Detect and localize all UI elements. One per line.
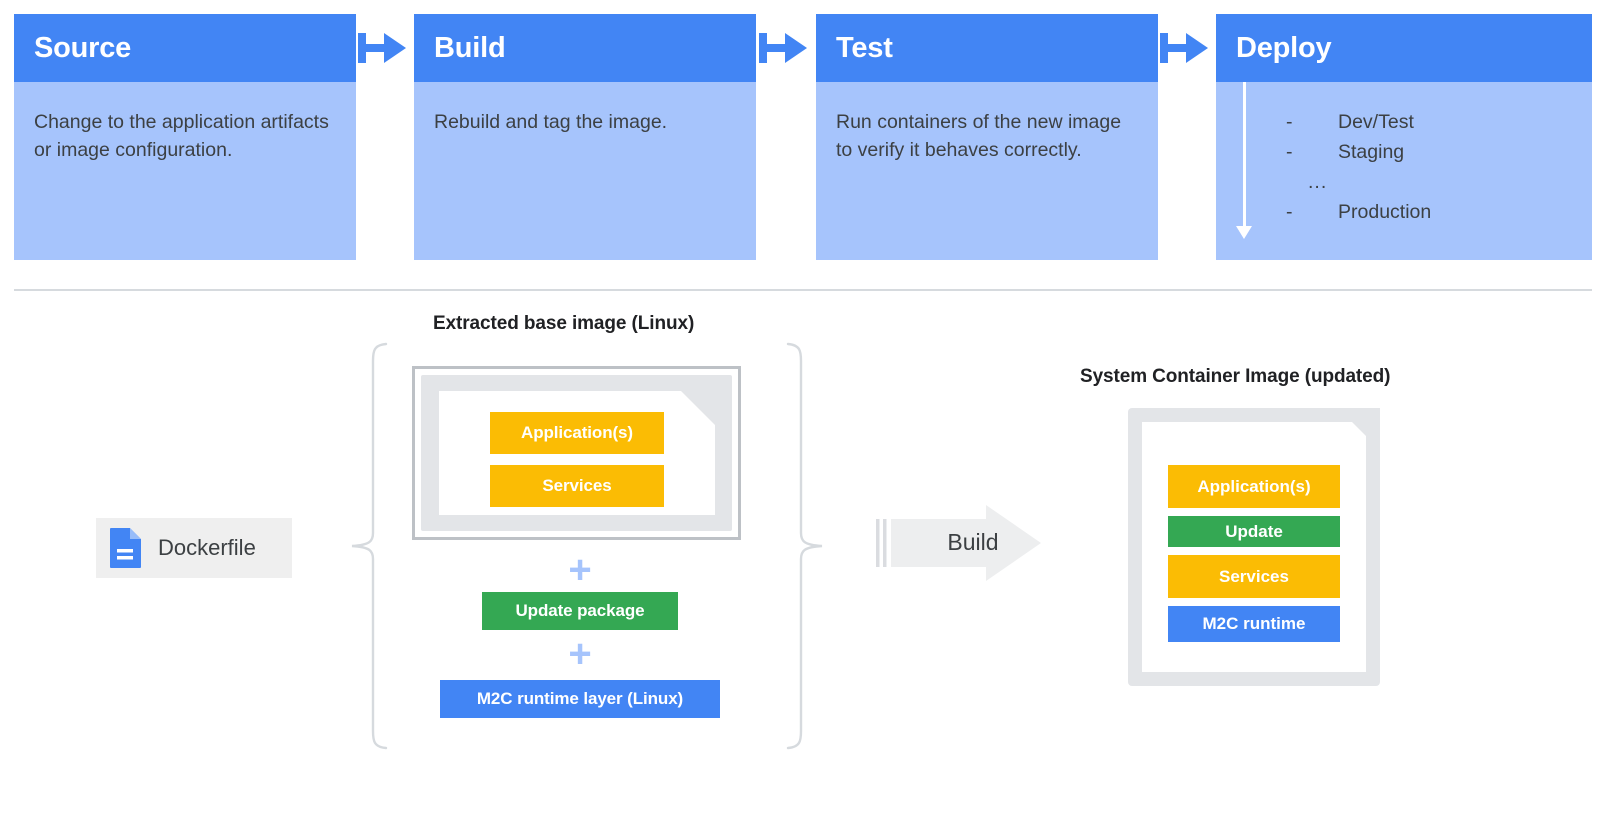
stage-title-test: Test [816, 14, 1158, 82]
stage-body-test: Run containers of the new image to verif… [816, 82, 1158, 260]
list-item: - Production [1236, 198, 1570, 228]
list-item: - Staging [1236, 138, 1570, 168]
list-item-ellipsis: ... [1236, 168, 1570, 198]
arrow-down-icon-head [1236, 226, 1252, 239]
dockerfile-label: Dockerfile [158, 535, 256, 560]
deploy-environment-list: - Dev/Test - Staging ... - Production [1236, 108, 1570, 228]
stage-title-deploy: Deploy [1216, 14, 1592, 82]
arrow-down-icon [1243, 82, 1246, 230]
base-image-caption: Extracted base image (Linux) [433, 313, 695, 334]
document-icon [110, 528, 141, 568]
plus-icon: + [568, 632, 592, 676]
stage-title-build: Build [414, 14, 756, 82]
page-fold-icon [681, 391, 715, 425]
result-layer-m2c-runtime: M2C runtime [1168, 606, 1340, 642]
stage-title-source: Source [14, 14, 356, 82]
addition-update-package: Update package [482, 592, 678, 630]
pipeline-stage-test: Test Run containers of the new image to … [816, 14, 1158, 260]
connector-arrow-test-deploy [1160, 33, 1208, 63]
result-image-caption: System Container Image (updated) [1080, 366, 1391, 387]
section-divider [14, 289, 1592, 291]
pipeline-stage-source: Source Change to the application artifac… [14, 14, 356, 260]
list-item: - Dev/Test [1236, 108, 1570, 138]
base-layer-applications: Application(s) [490, 412, 664, 454]
pipeline-stage-deploy: Deploy - Dev/Test - Staging ... - Produc… [1216, 14, 1592, 260]
result-layer-update: Update [1168, 516, 1340, 547]
base-layer-services: Services [490, 465, 664, 507]
ellipsis-label: ... [1308, 171, 1328, 193]
grouping-brace-left [351, 342, 388, 750]
addition-m2c-runtime-layer: M2C runtime layer (Linux) [440, 680, 720, 718]
page-fold-icon [1338, 408, 1380, 450]
deploy-env-dev-test: Dev/Test [1338, 111, 1414, 133]
grouping-brace-right [786, 342, 823, 750]
stage-body-build: Rebuild and tag the image. [414, 82, 756, 260]
system-container-image-document [1128, 408, 1380, 686]
result-layer-applications: Application(s) [1168, 465, 1340, 508]
build-action-label: Build [947, 529, 999, 555]
connector-arrow-build-test [759, 33, 807, 63]
stage-body-deploy: - Dev/Test - Staging ... - Production [1216, 82, 1592, 260]
stage-body-source: Change to the application artifacts or i… [14, 82, 356, 260]
build-arrow-icon [876, 505, 1041, 581]
result-layer-services: Services [1168, 555, 1340, 598]
connector-arrow-source-build [358, 33, 406, 63]
dockerfile-chip: Dockerfile [96, 518, 292, 578]
plus-icon: + [568, 548, 592, 592]
pipeline-stage-build: Build Rebuild and tag the image. [414, 14, 756, 260]
deploy-env-staging: Staging [1338, 141, 1405, 163]
deploy-env-production: Production [1338, 201, 1432, 223]
